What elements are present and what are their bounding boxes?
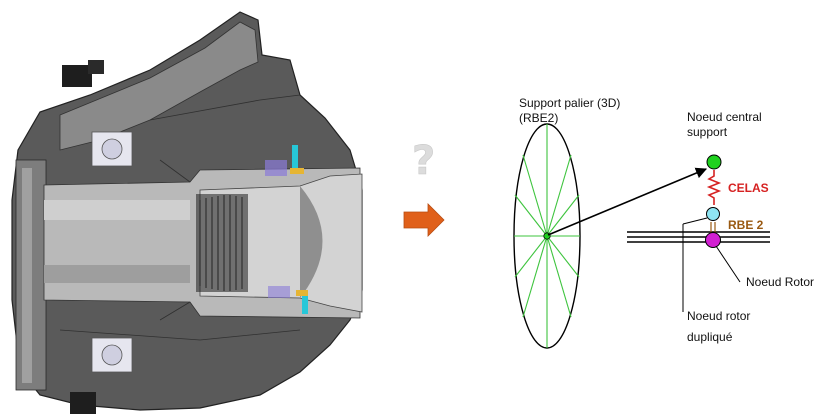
central-node-label: Noeud central bbox=[687, 110, 762, 124]
duplicated-node-label-2: dupliqué bbox=[687, 330, 733, 344]
duplicated-node-leader-tick bbox=[682, 217, 708, 225]
support-palier-label: Support palier (3D) bbox=[519, 96, 620, 110]
duplicated-rotor-node bbox=[706, 207, 720, 221]
central-support-node bbox=[706, 154, 722, 170]
rbe2-link bbox=[710, 222, 716, 233]
celas-label: CELAS bbox=[728, 181, 769, 195]
support-palier-rbe2-label: (RBE2) bbox=[519, 111, 558, 125]
duplicated-node-label: Noeud rotor bbox=[687, 309, 750, 323]
rotor-node bbox=[705, 232, 721, 248]
rbe2-label: RBE 2 bbox=[728, 218, 764, 232]
celas-spring bbox=[706, 170, 722, 205]
connection-arrow bbox=[547, 167, 708, 236]
rotor-shaft-lines bbox=[627, 231, 770, 243]
rotor-node-leader bbox=[715, 245, 741, 283]
right-arrow-icon bbox=[403, 203, 445, 237]
rotor-node-label: Noeud Rotor bbox=[746, 275, 814, 289]
bearing-support-ellipse bbox=[513, 123, 581, 349]
central-node-label-2: support bbox=[687, 125, 728, 139]
engine-cutaway-image bbox=[11, 11, 363, 414]
question-mark: ? bbox=[412, 138, 435, 184]
